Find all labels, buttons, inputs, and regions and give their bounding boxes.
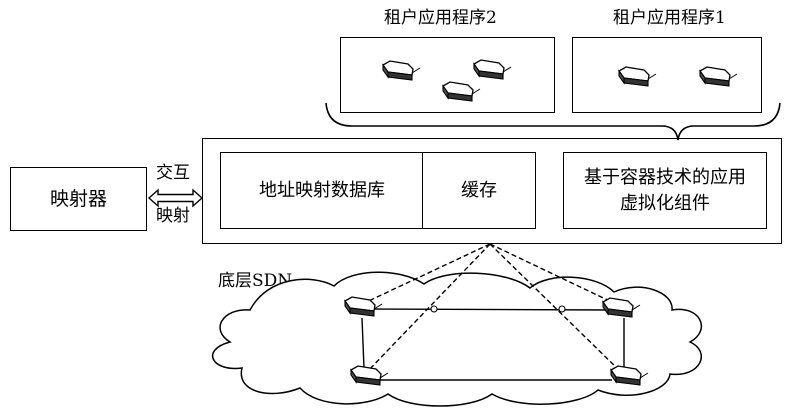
mapper-label: 映射器 [49,187,107,210]
control-links [359,243,623,374]
address-mapping-db-label: 地址映射数据库 [259,179,385,201]
router-icon [473,59,512,80]
container-virtualization-label: 基于容器技术的应用虚拟化组件 [584,167,746,214]
router-icon [442,81,481,102]
tenant-app-1-label: 租户应用程序1 [613,8,726,28]
sdn-cloud [211,271,702,407]
interaction-arrow [147,188,204,208]
interaction-label-top: 交互 [156,163,190,183]
sdn-links [361,308,625,381]
tenant-app-2-label: 租户应用程序2 [384,8,497,28]
tenant-apps-brace [325,102,781,141]
mapper-box: 映射器 [10,167,147,231]
interaction-label-bottom: 映射 [156,206,190,226]
cache-label: 缓存 [461,179,497,201]
tenant-app-2-box [340,37,555,113]
router-icon [699,66,738,87]
router-icon [382,60,421,81]
underlay-sdn-label: 底层SDN [218,271,293,291]
address-mapping-db: 地址映射数据库 [220,152,424,229]
container-virtualization-box: 基于容器技术的应用虚拟化组件 [563,152,767,229]
cache-box: 缓存 [422,152,536,229]
router-icon [618,66,657,87]
